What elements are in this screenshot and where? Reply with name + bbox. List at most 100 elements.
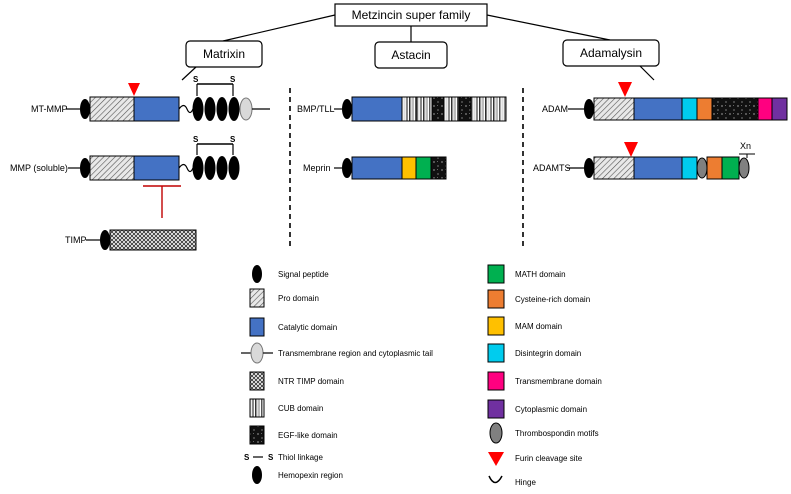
catalytic-domain bbox=[133, 155, 180, 181]
ntr-timp-icon bbox=[249, 371, 265, 391]
mam-domain bbox=[401, 156, 417, 180]
catalytic-domain bbox=[133, 96, 180, 122]
egf-like-domain bbox=[711, 97, 759, 121]
hinge-icon bbox=[178, 104, 194, 114]
cysteine-rich-domain bbox=[696, 97, 713, 121]
hierarchy: Metzincin super family Matrixin Astacin … bbox=[181, 3, 660, 81]
legend-label: NTR TIMP domain bbox=[278, 377, 344, 386]
cysteine-rich-domain bbox=[706, 156, 723, 180]
hinge-icon bbox=[488, 475, 503, 484]
family-label-matrixin: Matrixin bbox=[203, 47, 245, 61]
hemopexin-blade bbox=[228, 156, 240, 180]
inhibition-marker bbox=[143, 185, 181, 218]
hemopexin-blade bbox=[216, 97, 228, 121]
legend-label: Hemopexin region bbox=[278, 471, 343, 480]
pro-domain bbox=[89, 155, 135, 181]
legend-label: Transmembrane region and cytoplasmic tai… bbox=[278, 349, 433, 358]
hemopexin-blade bbox=[204, 156, 216, 180]
protein-label-bmp-tll: BMP/TLL bbox=[297, 104, 335, 114]
signal-peptide bbox=[584, 99, 594, 119]
legend-label: Signal peptide bbox=[278, 270, 329, 279]
furin-cleavage-site bbox=[618, 82, 632, 97]
catalytic-domain bbox=[633, 97, 683, 121]
egf-like-domain bbox=[458, 96, 472, 122]
cysteine-rich-icon bbox=[487, 289, 505, 309]
protein-meprin: Meprin bbox=[303, 156, 447, 180]
legend-label: Thrombospondin motifs bbox=[515, 429, 599, 438]
thrombospondin-icon bbox=[489, 422, 503, 444]
signal-peptide bbox=[80, 99, 90, 119]
math-domain bbox=[721, 156, 740, 180]
cub-domain bbox=[470, 96, 487, 122]
protein-mt-mmp: MT-MMP S S bbox=[31, 75, 270, 122]
thrombospondin-motif bbox=[696, 157, 708, 179]
cub-domain bbox=[401, 96, 418, 122]
transmembrane-tail bbox=[239, 97, 253, 121]
signal-peptide bbox=[80, 158, 90, 178]
transmembrane-tail-icon bbox=[250, 342, 264, 364]
signal-peptide bbox=[100, 230, 110, 250]
family-box-adamalysin bbox=[562, 39, 660, 67]
protein-label-timp: TIMP bbox=[65, 235, 87, 245]
pro-domain bbox=[593, 97, 635, 121]
hemopexin-icon bbox=[252, 466, 262, 484]
legend-left: Signal peptide Pro domain Catalytic doma… bbox=[241, 265, 433, 484]
legend-label: CUB domain bbox=[278, 404, 323, 413]
protein-label-adamts: ADAMTS bbox=[533, 163, 571, 173]
protein-adam: ADAM bbox=[542, 82, 788, 121]
cub-domain bbox=[416, 96, 433, 122]
furin-icon bbox=[488, 452, 504, 466]
family-label-astacin: Astacin bbox=[391, 48, 430, 62]
protein-label-meprin: Meprin bbox=[303, 163, 331, 173]
protein-label-adam: ADAM bbox=[542, 104, 568, 114]
connector-line bbox=[222, 14, 336, 42]
cub-domain bbox=[485, 96, 507, 122]
signal-peptide-icon bbox=[252, 265, 262, 283]
ntr-timp-domain bbox=[109, 229, 197, 251]
protein-mmp-soluble: MMP (soluble) S S bbox=[10, 135, 240, 181]
legend-label: Furin cleavage site bbox=[515, 454, 583, 463]
cub-domain bbox=[443, 96, 460, 122]
legend-label: MAM domain bbox=[515, 322, 562, 331]
pro-domain bbox=[593, 156, 635, 180]
legend-label: Disintegrin domain bbox=[515, 349, 581, 358]
egf-like-domain bbox=[430, 156, 447, 180]
legend-label: EGF-like domain bbox=[278, 431, 338, 440]
connector-line bbox=[486, 14, 611, 41]
hemopexin-blade bbox=[228, 97, 240, 121]
catalytic-domain bbox=[633, 156, 683, 180]
connector-line bbox=[639, 65, 655, 81]
thrombospondin-motif bbox=[738, 157, 750, 179]
catalytic-domain bbox=[351, 156, 403, 180]
cub-domain-icon bbox=[249, 398, 265, 418]
hemopexin-blade bbox=[192, 97, 204, 121]
math-domain bbox=[415, 156, 432, 180]
legend-label: Thiol linkage bbox=[278, 453, 323, 462]
legend-label: Cysteine-rich domain bbox=[515, 295, 590, 304]
hinge-icon bbox=[178, 163, 194, 173]
legend-label: MATH domain bbox=[515, 270, 566, 279]
root-title: Metzincin super family bbox=[352, 8, 471, 22]
legend-label: Hinge bbox=[515, 478, 536, 487]
legend-right: MATH domain Cysteine-rich domain MAM dom… bbox=[487, 264, 602, 487]
disintegrin-domain bbox=[681, 97, 698, 121]
connector-line bbox=[181, 66, 197, 81]
transmembrane-domain-icon bbox=[487, 371, 505, 391]
signal-peptide bbox=[584, 158, 594, 178]
transmembrane-domain bbox=[757, 97, 773, 121]
thiol-s: S bbox=[268, 453, 274, 462]
protein-bmp-tll: BMP/TLL bbox=[297, 96, 507, 122]
legend-label: Catalytic domain bbox=[278, 323, 337, 332]
family-label-adamalysin: Adamalysin bbox=[580, 46, 642, 60]
cytoplasmic-domain bbox=[771, 97, 788, 121]
egf-like-domain-icon bbox=[249, 425, 265, 445]
hemopexin-blade bbox=[204, 97, 216, 121]
protein-timp: TIMP bbox=[65, 229, 197, 251]
family-box-astacin bbox=[374, 41, 448, 69]
math-domain-icon bbox=[487, 264, 505, 284]
family-box-matrixin bbox=[185, 40, 263, 68]
thiol-s: S bbox=[193, 75, 199, 84]
protein-adamts: ADAMTS Xn bbox=[533, 141, 755, 180]
mam-domain-icon bbox=[487, 316, 505, 336]
